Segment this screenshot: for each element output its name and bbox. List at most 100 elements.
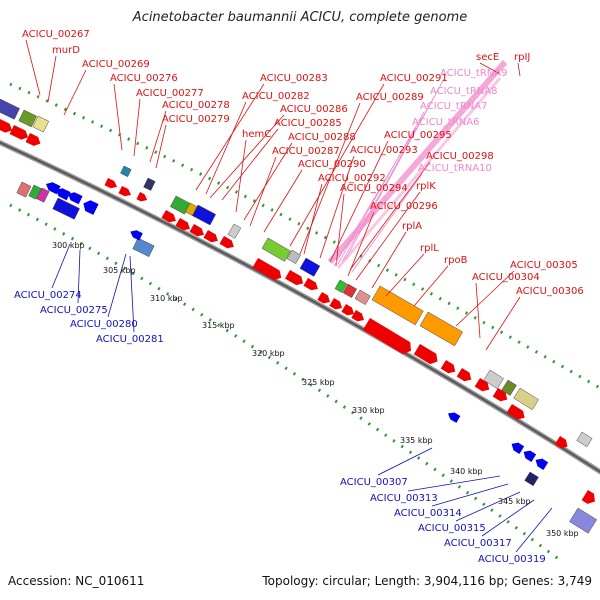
gene-label-forward: ACICU_00283 bbox=[260, 73, 328, 84]
scale-label: 345 kbp bbox=[498, 497, 531, 506]
gene-label-reverse: ACICU_00317 bbox=[444, 538, 512, 549]
gene-label-trna: ACICU_tRNA10 bbox=[418, 163, 492, 174]
leader-line bbox=[333, 127, 417, 267]
leader-lines bbox=[25, 39, 553, 553]
leader-line bbox=[249, 156, 277, 227]
scale-label: 350 kbp bbox=[546, 529, 579, 538]
leader-line bbox=[481, 499, 535, 537]
accession-text: Accession: NC_010611 bbox=[8, 574, 145, 588]
cds-block bbox=[419, 311, 463, 347]
leader-line bbox=[347, 211, 375, 277]
leader-line bbox=[25, 39, 41, 96]
cds-block bbox=[32, 115, 50, 133]
gene-label-forward: ACICU_00289 bbox=[356, 92, 424, 103]
gene-label-forward: ACICU_00298 bbox=[426, 151, 494, 162]
gene-label-forward: ACICU_00294 bbox=[340, 183, 408, 194]
leader-line bbox=[235, 139, 247, 213]
cds-arrow-forward bbox=[474, 378, 490, 392]
gene-label-forward: ACICU_00288 bbox=[288, 132, 356, 143]
leader-line bbox=[263, 169, 303, 233]
cds-block bbox=[501, 379, 517, 396]
cds-arrow-forward bbox=[161, 210, 176, 223]
gene-label-reverse: ACICU_00275 bbox=[40, 305, 108, 316]
trna-band bbox=[327, 60, 508, 264]
cds-arrow-forward bbox=[285, 270, 304, 286]
cds-arrow-forward bbox=[492, 388, 508, 402]
gene-label-forward: secE bbox=[476, 52, 499, 63]
leader-line bbox=[113, 83, 123, 151]
leader-line bbox=[337, 111, 425, 265]
gene-label-forward: ACICU_00279 bbox=[162, 114, 230, 125]
leader-line bbox=[133, 98, 141, 157]
cds-block bbox=[569, 507, 597, 534]
leader-line bbox=[485, 296, 521, 351]
cds-block bbox=[36, 187, 50, 203]
cds-arrow-forward bbox=[203, 230, 218, 243]
leader-line bbox=[385, 253, 425, 297]
cds-block bbox=[483, 369, 504, 389]
gene-label-forward: rplK bbox=[416, 181, 436, 192]
cds-block bbox=[371, 285, 424, 326]
cds-arrow-reverse bbox=[448, 412, 461, 423]
gene-label-reverse: ACICU_00280 bbox=[70, 319, 138, 330]
leader-line bbox=[479, 62, 501, 75]
cds-block bbox=[342, 283, 357, 298]
gene-label-forward: ACICU_00296 bbox=[370, 201, 438, 212]
gene-label-forward: ACICU_00295 bbox=[384, 130, 452, 141]
scale-label: 300 kbp bbox=[52, 241, 85, 250]
cds-arrow-forward bbox=[25, 133, 41, 146]
cds-arrow-forward bbox=[317, 292, 330, 304]
gene-label-forward: ACICU_00304 bbox=[472, 272, 540, 283]
gene-label-forward: murD bbox=[52, 45, 80, 56]
cds-block bbox=[354, 289, 371, 305]
gene-label-reverse: ACICU_00315 bbox=[418, 523, 486, 534]
scale-label: 330 kbp bbox=[352, 406, 385, 415]
leader-line bbox=[221, 128, 279, 201]
cds-arrow-reverse bbox=[535, 458, 549, 470]
cds-block bbox=[18, 109, 37, 128]
leader-line bbox=[351, 173, 423, 273]
cds-arrow-reverse bbox=[68, 192, 83, 205]
leader-line bbox=[349, 161, 431, 271]
gene-label-trna: ACICU_tRNA8 bbox=[430, 86, 497, 97]
cds-block bbox=[227, 223, 242, 239]
cds-arrow-forward bbox=[362, 318, 411, 355]
cds-block bbox=[16, 181, 32, 198]
scale-label: 310 kbp bbox=[150, 294, 183, 303]
trna-band bbox=[336, 77, 502, 269]
gene-label-forward: ACICU_00286 bbox=[280, 104, 348, 115]
gene-label-forward: ACICU_00287 bbox=[272, 146, 340, 157]
leader-line bbox=[475, 282, 481, 339]
scale-label: 335 kbp bbox=[400, 436, 433, 445]
cds-arrow-reverse bbox=[511, 442, 525, 454]
leader-line bbox=[407, 475, 501, 492]
leader-line bbox=[155, 124, 167, 169]
cds-arrow-reverse bbox=[83, 200, 99, 215]
gene-label-reverse: ACICU_00274 bbox=[14, 290, 82, 301]
leader-line bbox=[205, 101, 247, 195]
gene-label-forward: hemC bbox=[242, 129, 271, 140]
scale-label: 315 kbp bbox=[202, 321, 235, 330]
gene-label-trna: ACICU_tRNA7 bbox=[420, 101, 487, 112]
leader-line bbox=[319, 155, 355, 259]
leader-line bbox=[47, 55, 57, 103]
cds-arrow-forward bbox=[329, 298, 342, 310]
cds-arrow-forward bbox=[0, 118, 12, 133]
gene-label-forward: rplA bbox=[402, 221, 422, 232]
scale-label: 320 kbp bbox=[252, 349, 285, 358]
scale-label: 305 kbp bbox=[103, 266, 136, 275]
cds-block bbox=[261, 237, 291, 262]
cds-arrow-forward bbox=[351, 310, 364, 322]
leader-line bbox=[517, 62, 521, 77]
gene-label-forward: ACICU_00278 bbox=[162, 100, 230, 111]
gene-label-trna: ACICU_tRNA9 bbox=[440, 68, 507, 79]
gene-label-forward: ACICU_00292 bbox=[318, 173, 386, 184]
leader-line bbox=[195, 83, 265, 191]
cds-arrow-forward bbox=[175, 218, 190, 231]
cds-arrow-forward bbox=[303, 278, 318, 291]
cds-arrow-forward bbox=[118, 186, 132, 197]
gene-label-reverse: ACICU_00313 bbox=[370, 493, 438, 504]
backbone-core bbox=[0, 141, 600, 473]
